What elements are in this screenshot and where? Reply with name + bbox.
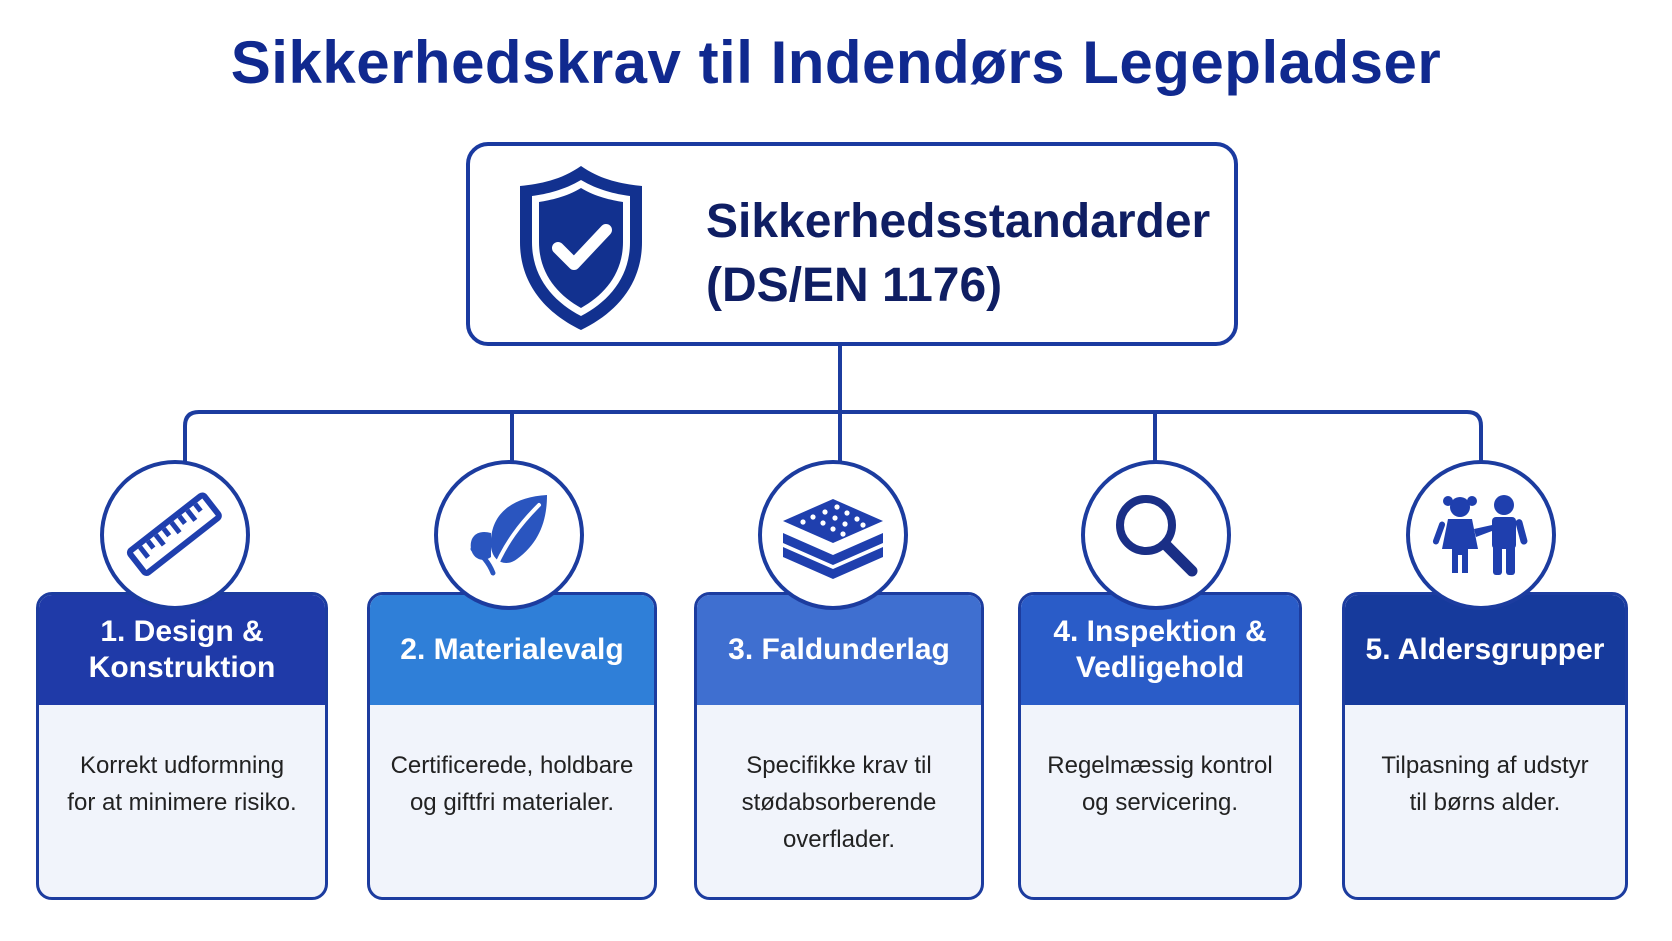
standard-box: Sikkerhedsstandarder (DS/EN 1176): [466, 142, 1238, 346]
children-icon: [1432, 495, 1528, 575]
age-groups-icon-circle: [1406, 460, 1556, 610]
ruler-icon: [126, 492, 222, 576]
card-title: 1. Design &: [100, 615, 264, 648]
card-header: 5. Aldersgrupper: [1345, 595, 1625, 705]
standard-code: (DS/EN 1176): [706, 259, 1003, 312]
card-header: 3. Faldunderlag: [697, 595, 981, 705]
inspection-icon-circle: [1081, 460, 1231, 610]
card-header: 2. Materialevalg: [370, 595, 654, 705]
design-icon-circle: [100, 460, 250, 610]
card-header: 4. Inspektion &Vedligehold: [1021, 595, 1299, 705]
fall-surface-icon-circle: [758, 460, 908, 610]
card-design: 1. Design &Konstruktion Korrekt udformni…: [36, 592, 328, 900]
card-title: 2. Materialevalg: [400, 633, 624, 666]
magnifier-icon: [1116, 495, 1198, 577]
card-title: Konstruktion: [88, 651, 276, 684]
card-materials: 2. Materialevalg Certificerede, holdbare…: [367, 592, 657, 900]
standard-title: Sikkerhedsstandarder: [706, 195, 1211, 248]
card-title: 4. Inspektion &: [1053, 615, 1267, 648]
card-header: 1. Design &Konstruktion: [39, 595, 325, 705]
page-title: Sikkerhedskrav til Indendørs Legepladser: [230, 29, 1442, 96]
mat-icon: [783, 499, 883, 579]
card-title: Vedligehold: [1075, 651, 1245, 684]
card-title: 3. Faldunderlag: [728, 633, 950, 666]
leaf-icon: [470, 495, 547, 576]
shield-check-icon: [520, 166, 642, 330]
card-inspection: 4. Inspektion &Vedligehold Regelmæssig k…: [1018, 592, 1302, 900]
materials-icon-circle: [434, 460, 584, 610]
card-title: 5. Aldersgrupper: [1365, 633, 1605, 666]
